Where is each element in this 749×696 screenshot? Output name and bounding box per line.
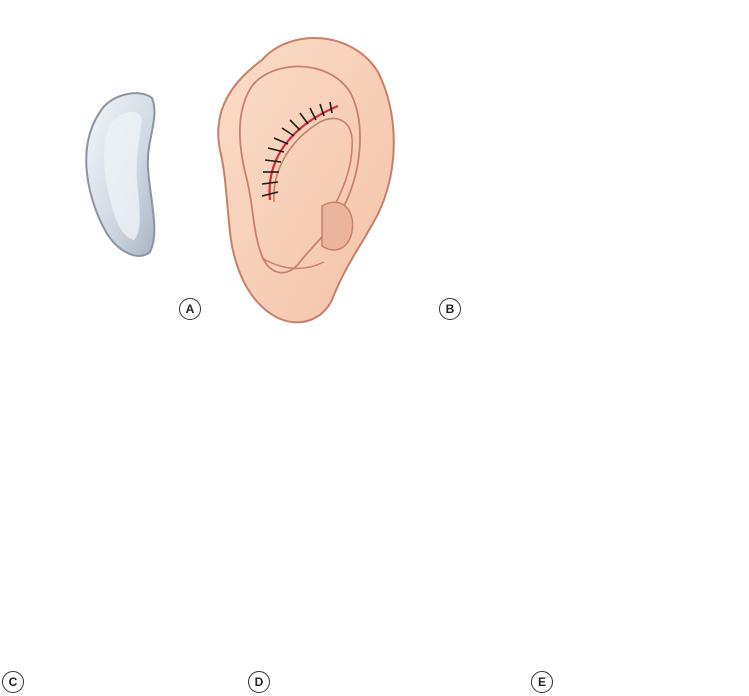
panel-label-d: D (248, 671, 270, 693)
cartilage-graft-icon (85, 92, 156, 257)
panel-label-a: A (179, 298, 201, 320)
panel-label-e: E (531, 671, 553, 693)
panel-label-b: B (439, 298, 461, 320)
panel-a (85, 37, 395, 324)
suture-icon (261, 101, 339, 201)
ear-with-sutures (217, 37, 395, 324)
panel-label-c: C (2, 671, 24, 693)
